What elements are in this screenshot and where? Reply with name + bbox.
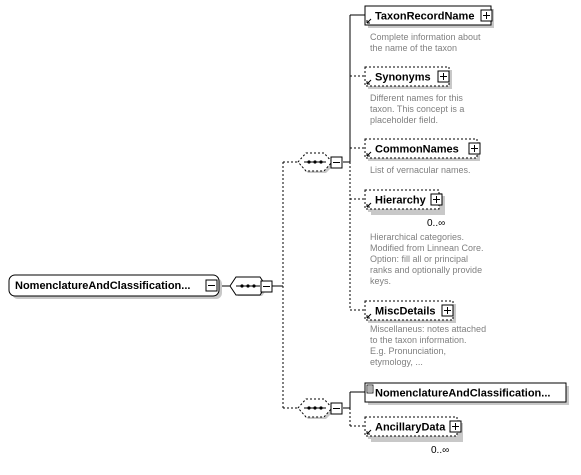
reference-arrow-icon [366,429,372,435]
root-element-label: NomenclatureAndClassification... [15,280,190,292]
synonyms-expand-toggle[interactable] [437,70,450,83]
hierarchy-label: Hierarchy [375,195,427,207]
main-sequence-toggle[interactable] [260,280,273,293]
ancillary-data-cardinality: 0..∞ [431,445,449,456]
root-collapse-toggle[interactable] [205,279,218,292]
synonyms-description: Different names for this taxon. This con… [370,93,467,125]
reference-arrow-icon [366,202,372,208]
lower-sequence-toggle[interactable] [330,402,343,415]
ancillary-data-label: AncillaryData [375,422,446,434]
hierarchy-cardinality: 0..∞ [427,218,445,229]
ancillary-data-element[interactable]: AncillaryData [364,416,463,442]
misc-details-description: Miscellaneus: notes attached to the taxo… [370,324,489,367]
common-names-element[interactable]: CommonNames [364,138,480,161]
taxon-record-name-expand-toggle[interactable] [480,9,493,22]
document-icon [366,384,374,394]
hierarchy-expand-toggle[interactable] [430,193,443,206]
nomenclature-extension-label: NomenclatureAndClassification... [375,388,550,400]
misc-details-label: MiscDetails [375,306,436,318]
taxon-record-name-description: Complete information about the name of t… [370,32,483,53]
reference-arrow-icon [366,151,372,157]
upper-sequence-compositor[interactable] [297,152,334,173]
connector-lines [220,14,365,427]
common-names-label: CommonNames [375,144,459,156]
common-names-expand-toggle[interactable] [468,142,481,155]
misc-details-element[interactable]: MiscDetails [364,300,456,323]
taxon-record-name-element[interactable]: TaxonRecordName [364,5,494,28]
hierarchy-element[interactable]: Hierarchy [364,189,445,215]
lower-sequence-compositor[interactable] [297,398,334,419]
synonyms-element[interactable]: Synonyms [364,66,452,89]
reference-arrow-icon [366,18,372,24]
nomenclature-extension-element[interactable]: NomenclatureAndClassification... [364,382,569,405]
reference-arrow-icon [366,79,372,85]
upper-sequence-toggle[interactable] [330,156,343,169]
ancillary-data-expand-toggle[interactable] [449,420,462,433]
synonyms-label: Synonyms [375,72,431,84]
hierarchy-description: Hierarchical categories. Modified from L… [370,232,486,286]
reference-arrow-icon [366,313,372,319]
root-element-node[interactable]: NomenclatureAndClassification... [8,274,222,299]
main-sequence-compositor[interactable] [229,276,268,296]
misc-details-expand-toggle[interactable] [441,304,454,317]
taxon-record-name-label: TaxonRecordName [375,11,474,23]
common-names-description: List of vernacular names. [370,165,471,175]
